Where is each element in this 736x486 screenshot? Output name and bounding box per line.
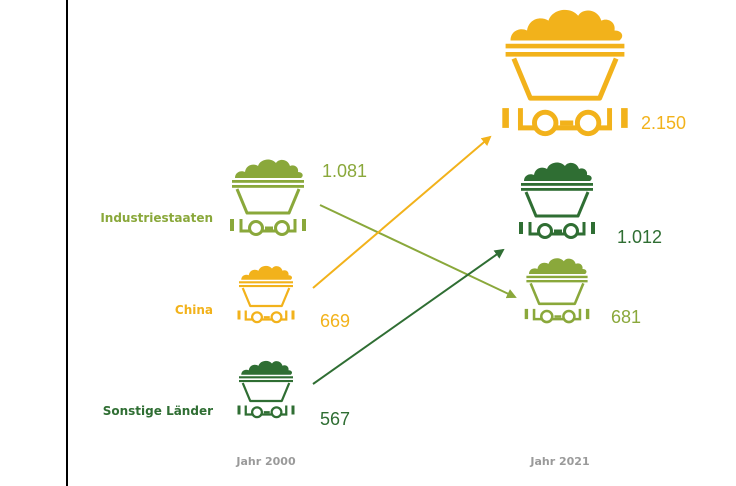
cart-bumper [524,308,529,320]
x-axis-label: Jahr 2021 [529,455,589,468]
ore-heap [510,9,623,41]
cart-rim [239,285,293,288]
cart-bumper [591,222,595,234]
cart-bumper [230,219,234,231]
cart-rim [526,275,588,279]
cart-wheel [537,223,553,239]
cart-wheel [248,220,264,236]
cart-rim [232,185,304,188]
cart-rim [232,180,304,183]
cart-rim [505,43,625,49]
cart-chassis [517,108,613,131]
cart-wheel [531,109,559,137]
category-label: China [175,303,213,317]
arrows-layer [312,135,517,385]
cart-wheel [270,406,283,419]
cart-2000-1 [237,265,295,324]
cart-chassis [244,310,288,321]
cart-bin [235,188,301,215]
arrow-sonstige-l-nder [312,248,505,385]
cart-bin [529,282,585,306]
cart-2000-0 [230,159,306,236]
cart-2021-1 [502,9,628,137]
cart-wheel [270,311,283,324]
carts-layer [230,9,628,419]
ore-heap [524,162,592,181]
cart-wheel [274,220,290,236]
cart-wheel [563,223,579,239]
cart-rim [239,281,293,284]
cart-bumper [302,219,306,231]
left-frame-line [66,0,68,486]
arrow-industriestaaten [319,204,517,299]
ore-heap [235,159,303,178]
cart-bumper [621,108,628,128]
category-label: Sonstige Länder [103,404,213,418]
cart-wheel [574,109,602,137]
value-label: 669 [320,311,350,331]
cart-bumper [237,310,241,320]
cart-bumper [519,222,523,234]
cart-bumper [585,308,590,320]
cart-wheel [562,309,576,324]
cart-bumper [291,405,295,415]
cart-wheel [539,309,554,324]
cart-bumper [502,108,509,128]
value-label: 1.012 [617,227,662,247]
cart-2021-2 [519,162,595,239]
labels-layer: Industriestaaten 1.081 681 China 669 2.150Son… [100,113,686,468]
cart-bin [524,191,590,218]
cart-chassis [244,405,288,416]
cart-wheel [251,406,263,419]
x-axis-label: Jahr 2000 [235,455,296,468]
arrow-china [312,135,492,289]
cart-rim [526,280,588,283]
cart-rim [521,183,593,186]
cart-chassis [239,219,297,233]
cart-rim [521,188,593,191]
ore-heap [241,360,293,375]
cart-wheel [251,311,263,324]
cart-2000-2 [237,360,295,419]
cart-rim [239,380,293,383]
cart-2021-0 [524,258,590,324]
cart-chassis [528,222,586,236]
cart-bin [241,287,291,308]
value-label: 567 [320,409,350,429]
category-label: Industriestaaten [100,211,213,225]
ore-heap [241,265,293,280]
cart-rim [239,376,293,379]
cart-bin [511,57,619,101]
value-label: 1.081 [322,161,367,181]
cart-bumper [291,310,295,320]
cart-bumper [237,405,241,415]
value-label: 2.150 [641,113,686,133]
value-label: 681 [611,307,641,327]
cart-chassis [532,308,582,321]
cart-rim [505,52,625,57]
ore-heap [528,258,587,275]
cart-bin [241,382,291,403]
